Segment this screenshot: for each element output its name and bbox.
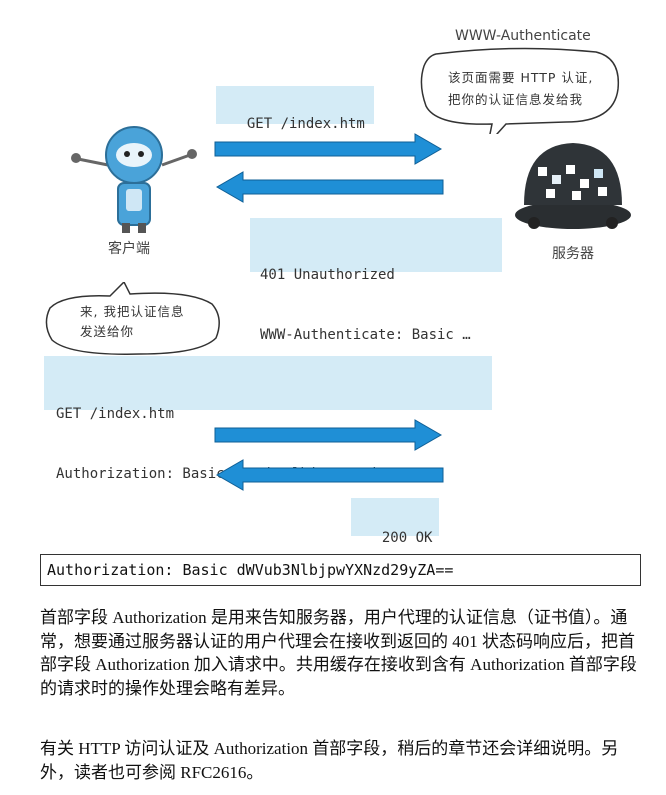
server-speech-bubble xyxy=(420,47,620,134)
request-2-box: GET /index.htm Authorization: Basic dWVu… xyxy=(44,356,492,482)
paragraph-1: 首部字段 Authorization 是用来告知服务器，用户代理的认证信息（证书… xyxy=(40,608,637,698)
response-401-box: 401 Unauthorized WWW-Authenticate: Basic… xyxy=(250,218,502,343)
client-robot-icon xyxy=(71,126,197,233)
client-label: 客户端 xyxy=(108,241,150,257)
request-2-line-1: GET /index.htm xyxy=(56,406,175,422)
arrow-left-icon xyxy=(215,459,444,491)
server-bubble-line-2: 把你的认证信息发给我 xyxy=(448,92,584,107)
client-bubble-line-1: 来, 我把认证信息 xyxy=(80,304,185,319)
request-1-box: GET /index.htm xyxy=(216,86,374,132)
request-1-text: GET /index.htm xyxy=(246,116,365,132)
paragraph-2: 有关 HTTP 访问认证及 Authorization 首部字段，稍后的章节还会… xyxy=(40,739,619,782)
server-machine-icon xyxy=(515,143,631,229)
arrow-right-icon xyxy=(214,133,443,165)
code-example-text: Authorization: Basic dWVub3NlbjpwYXNzd29… xyxy=(47,561,454,579)
arrow-left-icon xyxy=(215,171,444,203)
response-200-box: 200 OK xyxy=(351,498,439,546)
arrow-right-icon xyxy=(214,419,443,451)
response-401-line-1: 401 Unauthorized xyxy=(260,267,395,283)
www-authenticate-header-label: WWW-Authenticate xyxy=(455,28,591,44)
code-example-box: Authorization: Basic dWVub3NlbjpwYXNzd29… xyxy=(40,554,641,586)
response-401-line-2: WWW-Authenticate: Basic … xyxy=(260,327,471,343)
client-bubble-line-2: 发送给你 xyxy=(80,324,135,339)
server-bubble-line-1: 该页面需要 HTTP 认证, xyxy=(448,70,594,85)
response-200-text: 200 OK xyxy=(381,530,433,546)
client-speech-bubble xyxy=(45,282,220,355)
server-label: 服务器 xyxy=(552,246,594,262)
